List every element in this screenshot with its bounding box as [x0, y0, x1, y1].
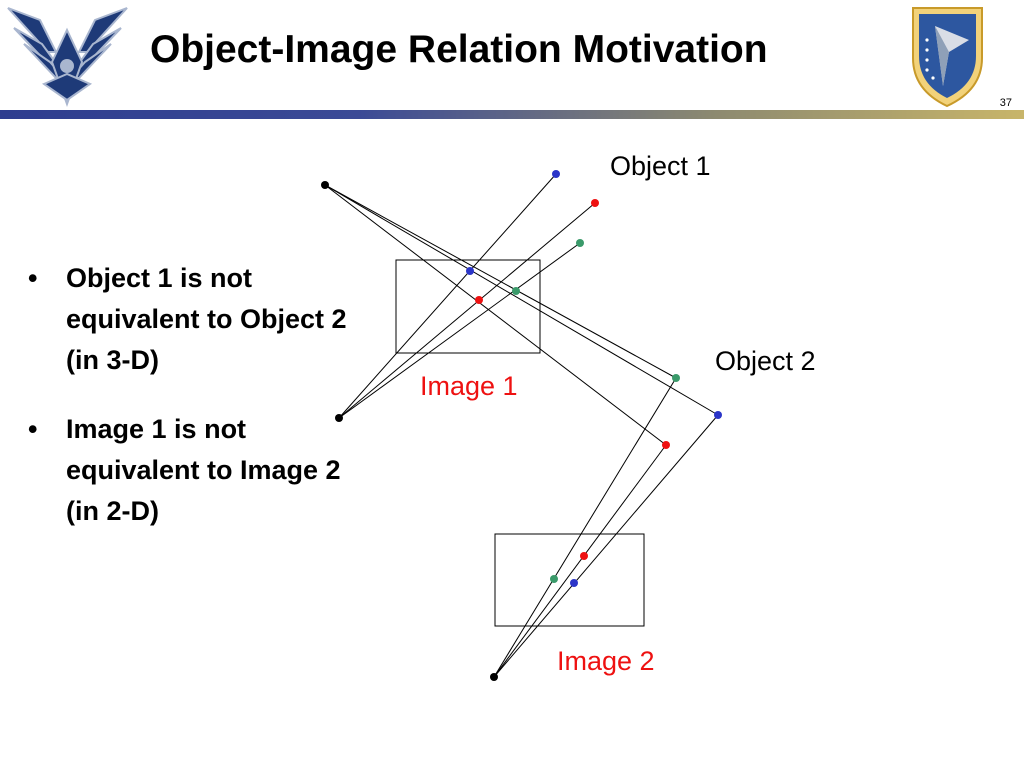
header-divider [0, 110, 1024, 119]
image-2-red-point [580, 552, 588, 560]
image-1-red-point [475, 296, 483, 304]
object-2-green-point [672, 374, 680, 382]
projection-line [324, 184, 667, 446]
object-1-blue-point [552, 170, 560, 178]
object-2-label: Object 2 [715, 346, 816, 376]
image-2-frame [494, 533, 645, 627]
slide-header: Object-Image Relation Motivation 37 [0, 0, 1024, 119]
image-1-label: Image 1 [420, 371, 518, 401]
projection-center-point [490, 673, 498, 681]
slide-number: 37 [999, 97, 1012, 109]
projection-line [338, 242, 581, 419]
image-2-blue-point [570, 579, 578, 587]
image-1-green-point [512, 287, 520, 295]
projection-line [493, 377, 677, 678]
object-2-blue-point [714, 411, 722, 419]
bullet-item: • Image 1 is not equivalent to Image 2 (… [28, 409, 358, 532]
projection-line [338, 173, 557, 419]
object-1-green-point [576, 239, 584, 247]
projection-line [324, 184, 719, 416]
projection-center-point [321, 181, 329, 189]
image-2-label: Image 2 [557, 646, 655, 676]
object-1-label: Object 1 [610, 151, 711, 181]
bullet-text: Image 1 is not equivalent to Image 2 (in… [66, 414, 341, 526]
page-title: Object-Image Relation Motivation [150, 28, 768, 71]
air-force-wings-icon [0, 0, 135, 110]
bullet-marker: • [28, 263, 38, 293]
object-2-red-point [662, 441, 670, 449]
bullet-item: • Object 1 is not equivalent to Object 2… [28, 258, 358, 381]
image-2-green-point [550, 575, 558, 583]
bullet-text: Object 1 is not equivalent to Object 2 (… [66, 263, 347, 375]
projection-center-point [335, 414, 343, 422]
image-1-blue-point [466, 267, 474, 275]
projection-line [493, 414, 719, 678]
image-1-frame [395, 259, 541, 354]
object-1-red-point [591, 199, 599, 207]
projection-line [338, 202, 596, 419]
projection-line [493, 444, 667, 678]
air-force-research-laboratory-shield-icon [912, 7, 983, 108]
projection-line [324, 184, 677, 379]
bullet-marker: • [28, 414, 38, 444]
bullet-list: • Object 1 is not equivalent to Object 2… [28, 258, 358, 560]
